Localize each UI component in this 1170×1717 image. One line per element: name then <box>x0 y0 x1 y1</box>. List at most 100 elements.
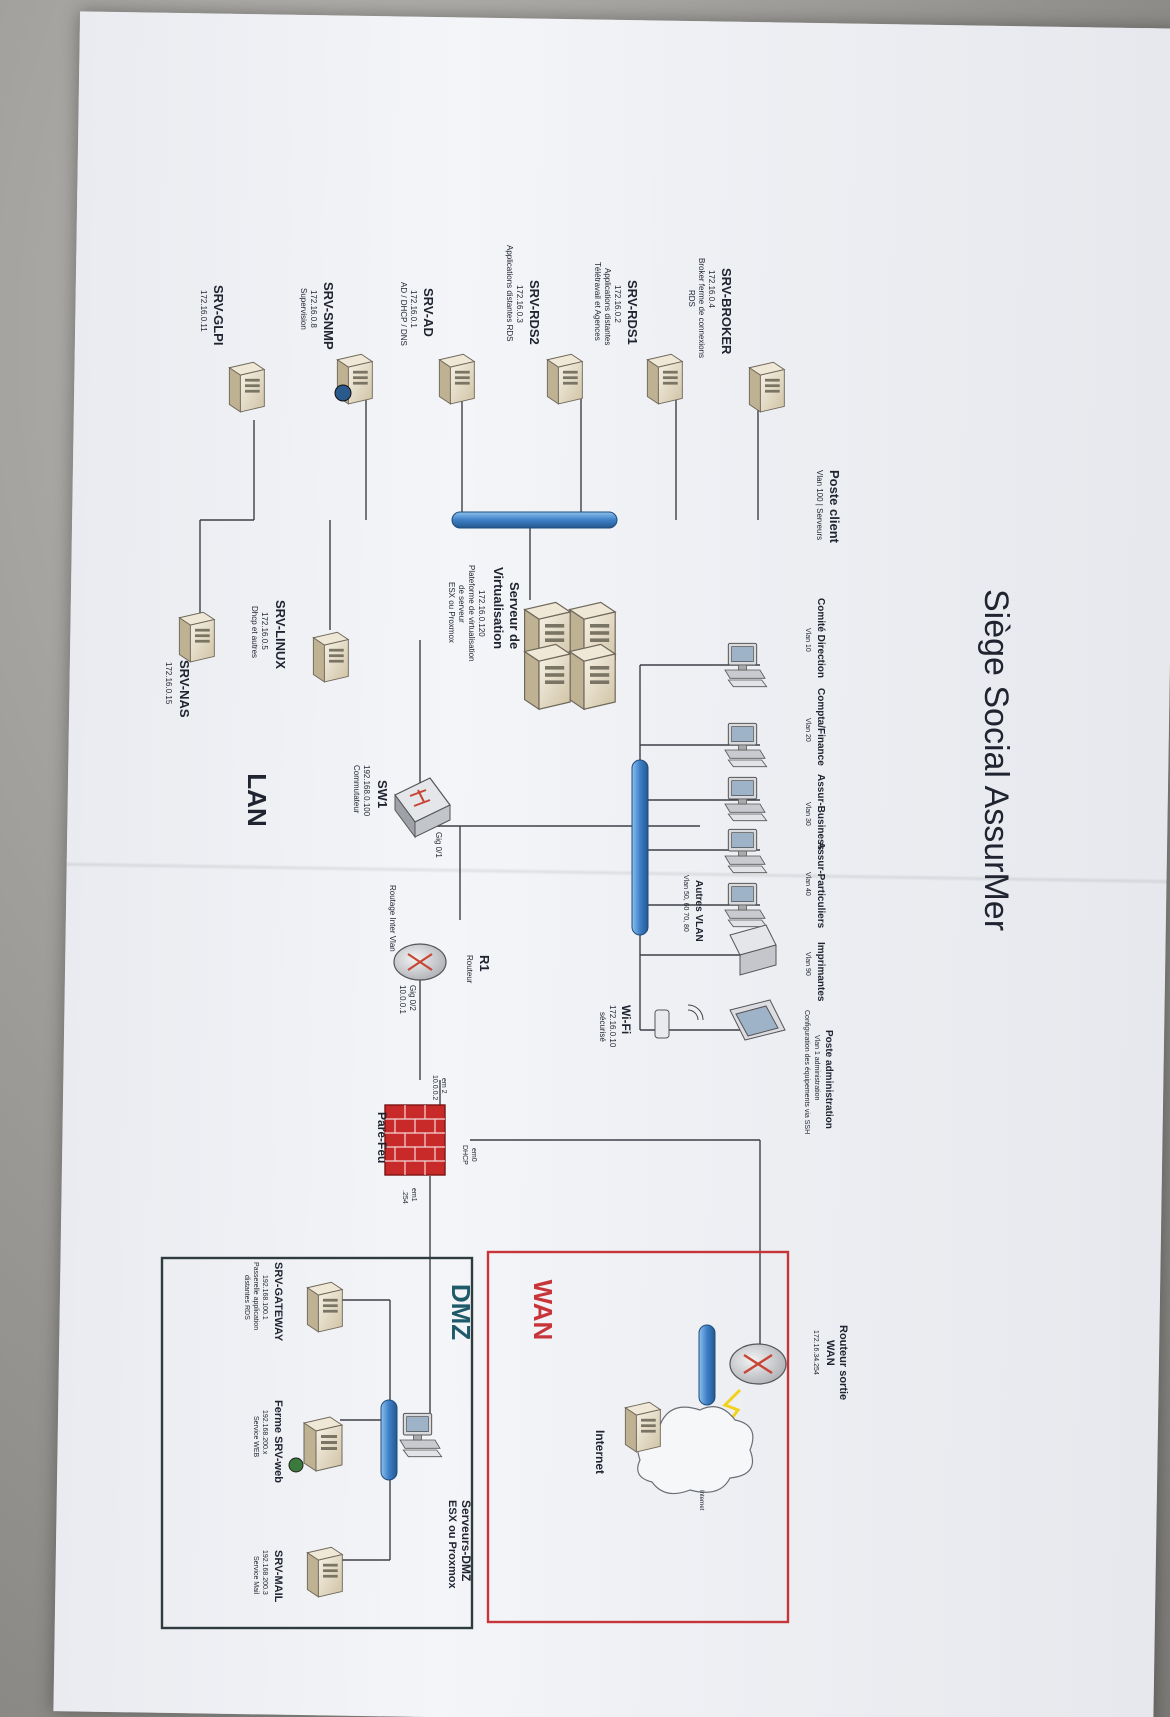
dmz-servers-name: Serveurs-DMZ <box>459 1500 473 1581</box>
srv-mail-line2: Service Mail <box>252 1556 259 1595</box>
srv-broker-line2: Broker ferme de connexions <box>697 258 706 358</box>
sw1-port: Gig 0/1 <box>434 832 443 858</box>
network-links <box>199 392 761 1561</box>
srv-snmp-line2: Supervision <box>299 288 308 330</box>
srv-broker-line3: RDS <box>687 290 696 307</box>
srv-linux-line2: Dhcp et autres <box>250 606 259 658</box>
r1-ip: 10.0.0.1 <box>398 985 407 1014</box>
wifi-line2: sécurisé <box>598 1012 607 1042</box>
srv-rds2-icon <box>546 353 583 405</box>
virt-server-icon-4 <box>523 643 571 710</box>
dept-business-name: Assur-Business <box>815 774 826 851</box>
firewall-name: Pare-Feu <box>375 1112 389 1163</box>
dept-particuliers-vlan: Vlan 40 <box>804 872 811 896</box>
lan-server-bus <box>451 511 618 529</box>
lan-label: LAN <box>242 773 272 826</box>
poste-client-name: Poste client <box>827 470 842 544</box>
admin-line2: Configuration des équipements via SSH <box>803 1010 810 1134</box>
firewall-em1: em1 <box>410 1188 417 1202</box>
srv-gateway-line1: 192.168.100.1 <box>261 1275 268 1320</box>
r1-note: Routage Inter Vlan <box>388 885 397 952</box>
srv-mail-line1: 192.168.200.3 <box>261 1550 268 1595</box>
firewall-em1-ip: .254 <box>401 1190 408 1204</box>
wan-router-name-2: WAN <box>824 1340 836 1366</box>
internet-cloud-label: Internet <box>698 1490 704 1511</box>
wan-router-line1: 172.16.34.254 <box>812 1330 819 1375</box>
srv-glpi-name: SRV-GLPI <box>211 285 226 345</box>
wifi-line1: 172.16.0.10 <box>608 1005 617 1048</box>
srv-gateway-line2: Passerelle application <box>252 1262 259 1330</box>
wan-label: WAN <box>528 1280 558 1341</box>
srv-snmp-name: SRV-SNMP <box>321 282 336 350</box>
dept-compta-name: Compta/Finance <box>815 688 826 766</box>
virt-server-icon-3 <box>568 643 616 710</box>
srv-snmp-line1: 172.16.0.8 <box>309 290 318 328</box>
srv-web-name: Ferme SRV-web <box>272 1400 284 1483</box>
virt-line4: ESX ou Proxmox <box>447 582 456 643</box>
srv-gateway-line3: distantes RDS <box>243 1275 250 1320</box>
srv-linux-name: SRV-LINUX <box>273 600 288 669</box>
srv-linux-icon <box>312 631 349 683</box>
sw1-line2: Commutateur <box>352 765 361 814</box>
virt-line2: Plateforme de virtualisation <box>467 565 476 662</box>
srv-ad-name: SRV-AD <box>421 288 436 337</box>
srv-gateway-icon <box>306 1281 343 1333</box>
srv-nas-line1: 172.16.0.15 <box>164 662 173 705</box>
wan-router-name: Routeur sortie <box>837 1325 849 1400</box>
internet-label: Internet <box>593 1430 607 1474</box>
srv-linux-line1: 172.16.0.5 <box>260 612 269 650</box>
wan-zone-box <box>486 1250 790 1624</box>
virt-line3: de serveur <box>457 585 466 623</box>
r1-router-icon <box>393 943 447 981</box>
srv-ad-icon <box>438 353 475 405</box>
dept-comite-vlan: Vlan 10 <box>804 628 811 652</box>
diagram-title: Siège Social AssurMer <box>977 589 1015 931</box>
admin-name: Poste administration <box>823 1030 834 1129</box>
srv-glpi-line1: 172.16.0.11 <box>199 290 208 332</box>
wan-router-icon <box>729 1343 787 1385</box>
wifi-access-point-icon <box>654 1004 704 1039</box>
srv-broker-icon <box>748 361 785 413</box>
dmz-zone-box <box>160 1256 474 1630</box>
firewall-icon <box>384 1104 446 1176</box>
dept-compta-vlan: Vlan 20 <box>804 718 811 742</box>
srv-rds2-name: SRV-RDS2 <box>527 280 542 345</box>
internet-cloud-icon <box>636 1406 754 1495</box>
r1-port: Gig 0/2 <box>408 985 417 1011</box>
srv-nas-icon <box>178 611 215 663</box>
srv-web-line2: Service WEB <box>252 1416 259 1458</box>
dmz-label: DMZ <box>446 1284 476 1340</box>
pc-assur-particuliers-icon <box>724 828 768 874</box>
globe-icon <box>334 384 352 402</box>
wifi-name: Wi-Fi <box>619 1005 633 1034</box>
autres-vlan-line1: Vlan 50, 60 70, 80 <box>682 875 689 932</box>
pc-assur-business-icon <box>724 776 768 822</box>
web-globe-icon <box>288 1457 304 1473</box>
firewall-em2-ip: 10.0.0.2 <box>431 1075 438 1100</box>
dmz-servers-line1: ESX ou Proxmox <box>446 1500 458 1590</box>
sw1-name: SW1 <box>375 780 390 808</box>
firewall-em0-ip: DHCP <box>461 1145 468 1165</box>
pc-compta-finance-icon <box>724 722 768 768</box>
printer-icon <box>729 924 777 976</box>
srv-rds2-line1: 172.16.0.3 <box>515 285 524 323</box>
dept-imprimantes-name: Imprimantes <box>815 942 826 1002</box>
srv-rds1-line2: Applications distantes <box>603 268 612 345</box>
dmz-bus <box>380 1399 398 1481</box>
poste-client-line1: Vlan 100 | Serveurs <box>815 470 824 540</box>
srv-glpi-icon <box>228 361 265 413</box>
dept-imprimantes-vlan: Vlan 90 <box>804 952 811 976</box>
admin-line1: Vlan 1 administration <box>813 1035 820 1100</box>
laptop-icon <box>729 999 786 1041</box>
virt-name: Serveur de <box>507 582 522 649</box>
internet-server-icon <box>624 1401 661 1453</box>
srv-nas-name: SRV-NAS <box>177 660 192 718</box>
virt-name-2: Virtualisation <box>491 567 506 649</box>
autres-vlan-name: Autres VLAN <box>693 880 704 942</box>
srv-rds1-line3: Télétravail et Agences <box>593 262 602 341</box>
r1-line1: Routeur <box>465 955 474 984</box>
wan-bus <box>698 1324 716 1406</box>
srv-rds2-line2: Applications distantes RDS <box>505 245 514 342</box>
